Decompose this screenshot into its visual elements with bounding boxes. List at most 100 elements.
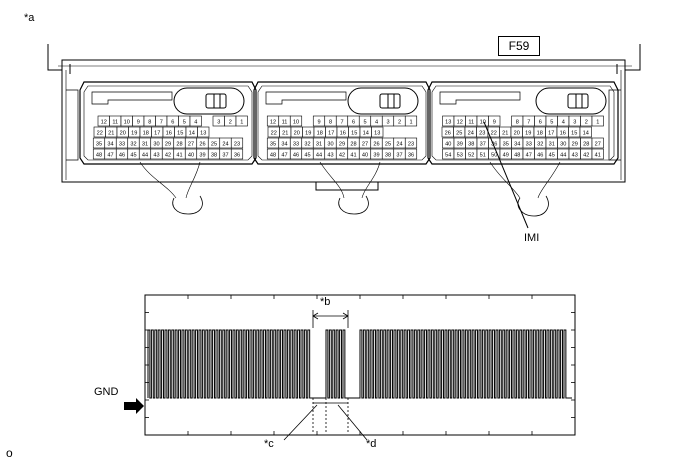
pin-cell (404, 115, 418, 127)
pin-number: 7 (527, 120, 530, 126)
marker-b-label: *b (320, 296, 331, 308)
pin-number: 7 (340, 120, 343, 126)
pin-number: 41 (350, 153, 356, 159)
pin-number: 11 (112, 120, 118, 126)
pin-number: 32 (130, 142, 136, 148)
gnd-label: GND (94, 386, 119, 398)
pin-number: 26 (373, 142, 379, 148)
pin-number: 13 (200, 131, 206, 137)
pin-number: 45 (130, 153, 136, 159)
pin-number: 40 (362, 153, 368, 159)
pin-cell (404, 137, 418, 149)
connector-id-box: F59 (498, 36, 540, 56)
pin-cell (230, 148, 244, 160)
pin-cell (197, 126, 210, 138)
pin-number: 2 (585, 120, 588, 126)
pin-number: 36 (408, 153, 414, 159)
pin-number: 47 (281, 153, 287, 159)
pin-number: 24 (468, 131, 474, 137)
pin-number: 15 (177, 131, 183, 137)
pin-number: 14 (363, 131, 369, 137)
pin-number: 28 (176, 142, 182, 148)
pin-number: 24 (396, 142, 402, 148)
pin-number: 25 (456, 131, 462, 137)
pin-number: 48 (96, 153, 102, 159)
pin-number: 18 (537, 131, 543, 137)
pin-number: 29 (572, 142, 578, 148)
pin-number: 1 (409, 120, 412, 126)
pin-number: 3 (217, 120, 220, 126)
pin-number: 13 (374, 131, 380, 137)
pin-cell (591, 115, 604, 127)
pin-number: 11 (468, 120, 474, 126)
pin-number: 6 (352, 120, 355, 126)
pin-number: 26 (445, 131, 451, 137)
pin-number: 13 (445, 120, 451, 126)
pin-number: 8 (148, 120, 151, 126)
pin-number: 25 (211, 142, 217, 148)
marker-d-label: *d (366, 438, 377, 450)
pin-number: 4 (562, 120, 565, 126)
pin-number: 12 (270, 120, 276, 126)
pin-number: 38 (211, 153, 217, 159)
pin-number: 21 (502, 131, 508, 137)
imi-leader-line (483, 121, 529, 229)
pin-number: 40 (445, 142, 451, 148)
pin-number: 5 (550, 120, 553, 126)
pin-number: 20 (294, 131, 300, 137)
pin-number: 33 (526, 142, 532, 148)
pin-number: 41 (176, 153, 182, 159)
pin-number: 53 (457, 153, 463, 159)
pin-number: 34 (281, 142, 287, 148)
pin-number: 35 (96, 142, 102, 148)
pin-number: 17 (328, 131, 334, 137)
pin-number: 35 (270, 142, 276, 148)
pin-number: 1 (240, 120, 243, 126)
pin-number: 33 (293, 142, 299, 148)
pin-number: 51 (480, 153, 486, 159)
pin-number: 21 (282, 131, 288, 137)
pin-number: 48 (270, 153, 276, 159)
pin-number: 35 (503, 142, 509, 148)
pin-number: 17 (154, 131, 160, 137)
pin-number: 31 (316, 142, 322, 148)
pin-number: 37 (222, 153, 228, 159)
pin-number: 40 (188, 153, 194, 159)
pin-number: 10 (480, 120, 486, 126)
pin-number: 3 (386, 120, 389, 126)
pin-number: 5 (363, 120, 366, 126)
pin-number: 44 (316, 153, 322, 159)
pin-number: 10 (124, 120, 130, 126)
pin-number: 47 (107, 153, 113, 159)
pin-number: 45 (549, 153, 555, 159)
pin-cell (579, 126, 592, 138)
pin-number: 27 (188, 142, 194, 148)
pin-number: 7 (160, 120, 163, 126)
pin-number: 42 (583, 153, 589, 159)
pin-number: 54 (445, 153, 451, 159)
pin-number: 39 (373, 153, 379, 159)
pin-number: 19 (525, 131, 531, 137)
pin-number: 27 (362, 142, 368, 148)
pin-number: 34 (514, 142, 520, 148)
pin-number: 18 (143, 131, 149, 137)
pin-number: 34 (107, 142, 113, 148)
pin-number: 15 (351, 131, 357, 137)
pin-number: 39 (457, 142, 463, 148)
pin-number: 14 (189, 131, 195, 137)
pin-number: 21 (108, 131, 114, 137)
pin-cell (591, 137, 604, 149)
pin-number: 38 (385, 153, 391, 159)
pin-number: 27 (595, 142, 601, 148)
pin-number: 6 (171, 120, 174, 126)
connector-id: F59 (508, 39, 530, 53)
pin-number: 23 (479, 131, 485, 137)
pin-number: 9 (137, 120, 140, 126)
pin-number: 31 (549, 142, 555, 148)
pin-number: 42 (339, 153, 345, 159)
pin-number: 20 (514, 131, 520, 137)
